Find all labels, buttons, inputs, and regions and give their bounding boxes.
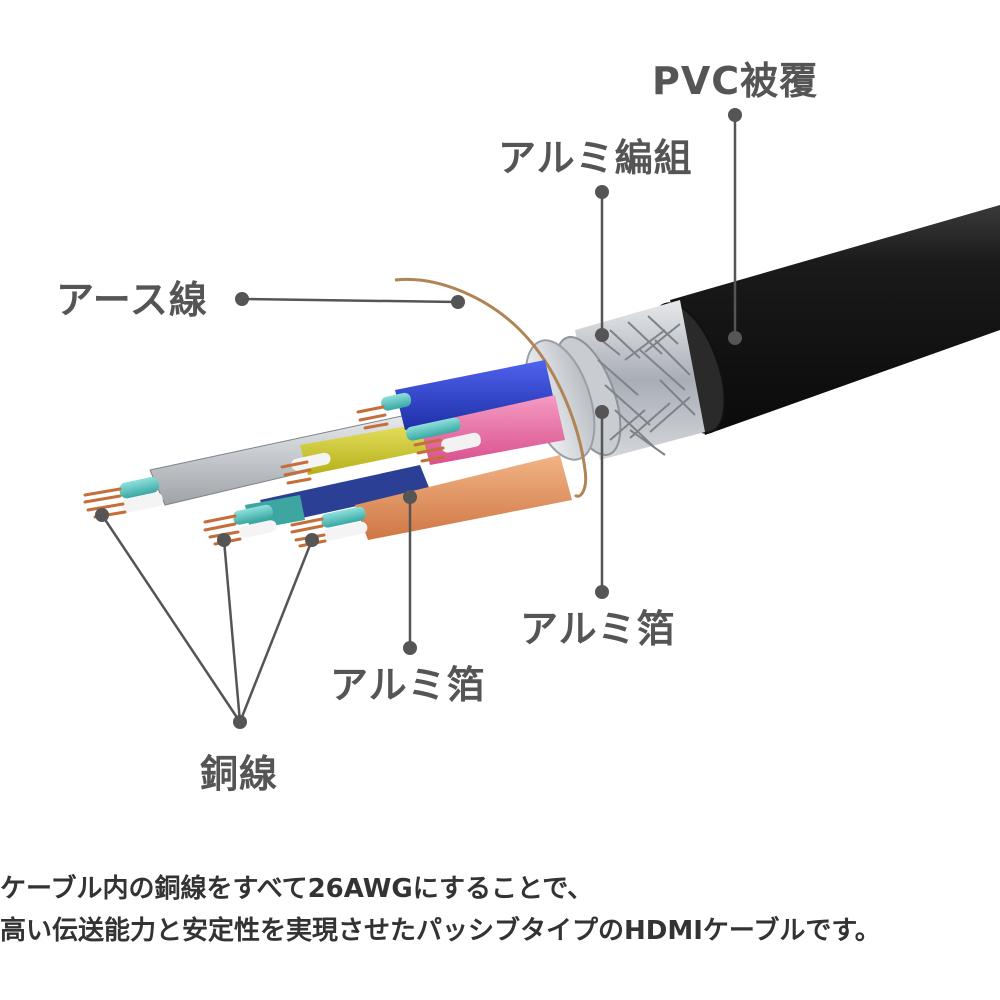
label-ground-wire: アース線	[56, 278, 208, 322]
caption: ケーブル内の銅線をすべて26AWGにすることで、 高い伝送能力と安定性を実現させ…	[0, 868, 1000, 952]
label-aluminum-foil-right: アルミ箔	[520, 607, 676, 651]
leader-lines	[100, 115, 737, 723]
label-aluminum-braid: アルミ編組	[498, 136, 693, 180]
caption-line-2: 高い伝送能力と安定性を実現させたパッシブタイプのHDMIケーブルです。	[0, 916, 881, 946]
copper-strands	[83, 405, 446, 548]
label-pvc-jacket: PVC被覆	[652, 59, 819, 103]
conductor-pairs	[119, 360, 572, 541]
leader-dots	[95, 108, 742, 729]
label-aluminum-foil-left: アルミ箔	[330, 663, 486, 707]
ground-wire	[394, 277, 588, 498]
label-copper-wire: 銅線	[200, 752, 279, 796]
caption-line-1: ケーブル内の銅線をすべて26AWGにすることで、	[0, 874, 594, 904]
